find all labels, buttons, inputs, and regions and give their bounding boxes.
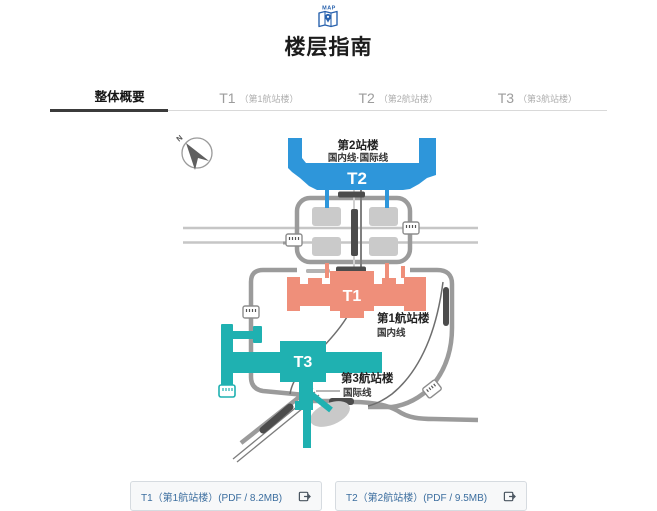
- t2-name-label: 第2站楼: [338, 138, 379, 152]
- t1-lines-label: 国内线: [377, 327, 406, 339]
- tab-t2-label: T2: [358, 90, 375, 106]
- t2-lines-label: 国内线·国际线: [328, 152, 389, 164]
- bus-stop-icon: [242, 305, 260, 319]
- t3-lines-label: 国际线: [343, 387, 372, 399]
- tab-overview[interactable]: 整体概要: [50, 87, 189, 112]
- page-title: 楼层指南: [284, 36, 373, 59]
- download-buttons: T1（第1航站楼）(PDF / 8.2MB) T2（第2航站楼）(PDF / 9…: [0, 481, 657, 511]
- terminal-overview-map: T2 T1 T3: [175, 133, 479, 463]
- t1-code-label: T1: [343, 288, 362, 305]
- tab-t3-sublabel: （第3航站楼）: [518, 94, 578, 104]
- tab-t3-label: T3: [497, 90, 515, 106]
- map-labels: 第2站楼 国内线·国际线 第1航站楼 国内线 第3航站楼 国际线: [316, 138, 430, 399]
- terminal-t3-shape: [221, 324, 382, 448]
- tab-t1[interactable]: T1 （第1航站楼）: [189, 87, 328, 110]
- t3-name-label: 第3航站楼: [341, 371, 394, 385]
- map-badge: MAP: [0, 3, 657, 35]
- tab-t2[interactable]: T2 （第2航站楼）: [329, 87, 468, 110]
- tab-overview-label: 整体概要: [94, 89, 145, 104]
- map-pin-tip: [325, 18, 330, 23]
- download-t2-pdf-button[interactable]: T2（第2航站楼）(PDF / 9.5MB): [335, 481, 527, 511]
- download-t1-pdf-label: T1（第1航站楼）(PDF / 8.2MB): [141, 492, 283, 504]
- bus-stop-icon: [402, 221, 420, 235]
- download-t2-pdf-label: T2（第2航站楼）(PDF / 9.5MB): [346, 492, 488, 504]
- terminal-t3: T3: [221, 324, 382, 448]
- parking-lots: [312, 207, 398, 256]
- map-pin-hole: [326, 15, 329, 18]
- bus-stop-icon: [422, 379, 442, 399]
- tab-bar: 整体概要 T1 （第1航站楼） T2 （第2航站楼） T3 （第3航站楼）: [50, 87, 607, 112]
- tab-t1-label: T1: [219, 90, 236, 106]
- tab-t2-sublabel: （第2航站楼）: [378, 94, 438, 104]
- t2-code-label: T2: [347, 169, 367, 188]
- bus-stop-icon: [285, 233, 303, 247]
- map-icon: MAP: [317, 6, 338, 28]
- pond-shape: [310, 401, 350, 427]
- t3-station-icon: [218, 384, 236, 398]
- compass-north-label: N: [175, 133, 185, 143]
- terminal-t2: T2: [288, 138, 436, 208]
- terminal-t1-shape: [287, 271, 426, 318]
- terminal-t2-shape: [288, 138, 436, 190]
- tab-t3[interactable]: T3 （第3航站楼）: [468, 87, 607, 110]
- bus-stops: [218, 221, 442, 399]
- tab-t1-sublabel: （第1航站楼）: [239, 94, 299, 104]
- compass-icon: N: [175, 133, 213, 170]
- external-link-icon: [503, 491, 516, 501]
- external-link-icon: [298, 491, 311, 501]
- terminal-t1: T1: [287, 263, 426, 318]
- map-icon-word: MAP: [322, 6, 336, 12]
- map-icon-creases: [323, 11, 332, 27]
- download-t1-pdf-button[interactable]: T1（第1航站楼）(PDF / 8.2MB): [130, 481, 322, 511]
- t1-name-label: 第1航站楼: [377, 311, 430, 325]
- t3-code-label: T3: [294, 354, 313, 371]
